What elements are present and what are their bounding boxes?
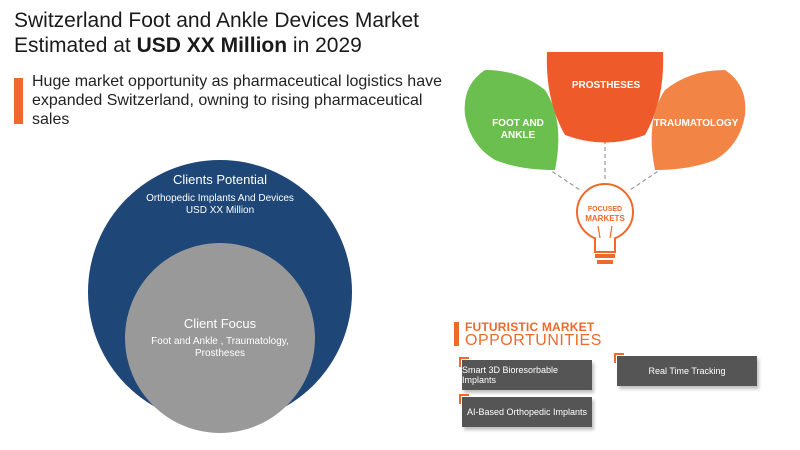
bulb-filament-right <box>609 225 613 239</box>
foot-ankle-label: FOOT AND ANKLE <box>478 118 558 142</box>
clients-potential-desc: Orthopedic Implants And Devices USD XX M… <box>110 193 330 217</box>
traumatology-petal <box>651 70 746 170</box>
title-suffix: in 2029 <box>287 34 362 57</box>
client-focus-desc: Foot and Ankle , Traumatology, Prosthese… <box>115 336 325 360</box>
opportunity-corner-accent <box>459 394 469 404</box>
bulb-filament-left <box>597 225 601 239</box>
title-value: USD XX Million <box>136 34 288 57</box>
futuristic-accent-bar <box>454 322 459 346</box>
traumatology-label: TRAUMATOLOGY <box>653 118 739 129</box>
bulb-label-line1: FOCUSED <box>588 206 622 213</box>
client-focus-circle <box>125 243 315 433</box>
bulb-base-2 <box>597 260 613 264</box>
opportunity-corner-accent <box>459 357 469 367</box>
opportunity-smart-3d-implants: Smart 3D Bioresorbable Implants <box>459 357 592 390</box>
foot-ankle-label-line1: FOOT AND <box>492 118 544 129</box>
client-focus-desc-line2: Prostheses <box>194 348 246 359</box>
clients-potential-desc-line2: USD XX Million <box>185 205 255 216</box>
page-title: Switzerland Foot and Ankle Devices Marke… <box>14 8 464 58</box>
opportunity-corner-accent <box>614 353 624 363</box>
futuristic-heading-line2: OPPORTUNITIES <box>465 332 602 349</box>
bulb-base-1 <box>595 254 615 258</box>
opportunity-ai-based-implants: AI-Based Orthopedic Implants <box>459 394 592 427</box>
title-prefix: Estimated at <box>14 34 137 57</box>
subtitle: Huge market opportunity as pharmaceutica… <box>32 73 442 128</box>
bulb-neck <box>594 238 616 253</box>
clients-potential-title: Clients Potential <box>173 172 267 187</box>
opportunity-real-time-tracking: Real Time Tracking <box>614 353 757 386</box>
title-line1: Switzerland Foot and Ankle Devices Marke… <box>14 9 420 32</box>
clients-potential-desc-line1: Orthopedic Implants And Devices <box>146 193 294 204</box>
futuristic-heading-line1: FUTURISTIC MARKET <box>465 320 595 334</box>
prostheses-petal <box>546 52 664 143</box>
opportunity-label: Real Time Tracking <box>648 366 726 376</box>
client-focus-title: Client Focus <box>183 316 257 331</box>
opportunity-label: AI-Based Orthopedic Implants <box>466 407 588 417</box>
foot-ankle-petal <box>464 70 559 170</box>
clients-circles <box>88 160 352 433</box>
prostheses-label: PROSTHESES <box>571 80 641 91</box>
client-focus-desc-line1: Foot and Ankle , Traumatology, <box>151 336 289 347</box>
foot-ankle-label-line2: ANKLE <box>500 130 536 141</box>
bulb-label-line2: MARKETS <box>585 214 625 223</box>
opportunity-label: Smart 3D Bioresorbable Implants <box>462 365 559 385</box>
focused-markets-graphic: FOCUSED MARKETS <box>464 52 746 264</box>
subtitle-accent-bar <box>14 78 23 124</box>
